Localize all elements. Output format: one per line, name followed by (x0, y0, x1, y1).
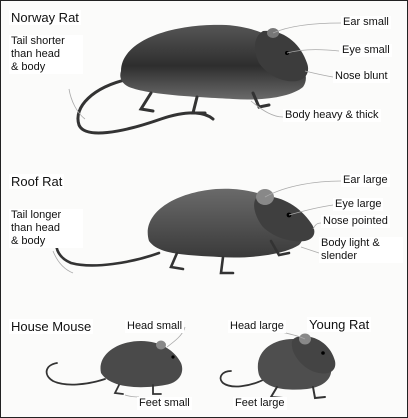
young-rat-head-label: Head large (228, 320, 286, 333)
norway-rat-body-label: Body heavy & thick (283, 109, 381, 122)
norway-rat-ear-label: Ear small (341, 16, 391, 29)
roof-rat-ear-label: Ear large (341, 174, 390, 187)
roof-rat-title: Roof Rat (9, 174, 64, 189)
house-mouse-ear (156, 341, 166, 350)
house-mouse-eye (171, 355, 174, 358)
house-mouse-feet-label: Feet small (137, 397, 192, 410)
house-mouse-tail (47, 363, 105, 385)
roof-rat-nose-label: Nose pointed (321, 215, 390, 228)
norway-rat-eye-label: Eye small (340, 44, 392, 57)
young-rat-eye (321, 351, 325, 355)
house-mouse-title: House Mouse (9, 319, 93, 334)
roof-rat-eye-label: Eye large (333, 198, 383, 211)
young-rat-illustration (221, 331, 336, 401)
house-mouse-illustration (47, 327, 185, 397)
roof-rat-body-label: Body light & slender (319, 237, 403, 263)
young-rat-title: Young Rat (307, 317, 371, 332)
norway-rat-title: Norway Rat (9, 10, 81, 25)
house-mouse-head-label: Head small (125, 320, 184, 333)
roof-rat-illustration (51, 181, 341, 273)
young-rat-feet-label: Feet large (233, 397, 287, 410)
norway-rat-nose-label: Nose blunt (333, 70, 390, 83)
young-rat-tail (221, 371, 265, 386)
roof-rat-tail-label: Tail longer than head & body (9, 209, 83, 248)
norway-rat-tail-label: Tail shorter than head & body (9, 35, 83, 74)
house-mouse-body (100, 341, 182, 387)
